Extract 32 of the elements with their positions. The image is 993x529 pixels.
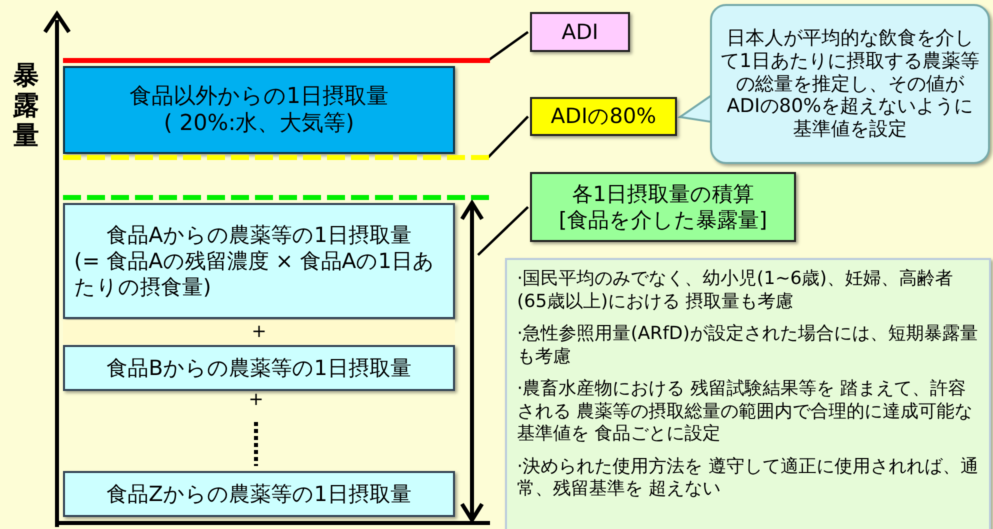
- threshold-box: [530, 97, 677, 136]
- plus-band: [63, 320, 455, 344]
- notes-box: [505, 258, 991, 529]
- box-text: [食品を介した暴露量]: [558, 207, 768, 234]
- note-text: ·急性参照用量(ARfD)が設定された場合には、短期暴露量も考慮: [517, 323, 979, 368]
- level-line: [63, 58, 490, 63]
- leader-line: [477, 206, 529, 256]
- box-text: ADIの80%: [550, 103, 656, 130]
- process-box: [63, 345, 455, 391]
- box-text: 食品Zからの農薬等の1日摂取量: [106, 480, 412, 508]
- box-text: 食品Aからの農薬等の1日摂取量: [106, 222, 412, 248]
- box-text: (= 食品Aの残留濃度 × 食品Aの1日あたりの摂食量): [74, 248, 436, 300]
- leader-line: [487, 30, 529, 62]
- box-text: ( 20%:水、大気等): [164, 110, 354, 138]
- plus-sign: +: [247, 390, 265, 411]
- threshold-box: [530, 12, 630, 52]
- box-text: 食品Bからの農薬等の1日摂取量: [106, 354, 412, 382]
- process-box: [63, 203, 455, 319]
- box-text: 食品以外からの1日摂取量: [130, 82, 388, 110]
- speech-bubble: [710, 4, 990, 164]
- note-text: ·決められた使用方法を 遵守して適正に使用されれば、通常、残留基準を 超えない: [517, 456, 979, 500]
- note-text: ·国民平均のみでなく、幼小児(1~6歳)、妊婦、高齢者(65歳以上)における 摂取量も考慮: [517, 268, 954, 313]
- box-text: ADI: [562, 18, 598, 46]
- note-text: ·農畜水産物における 残留試験結果等を 踏まえて、許容される 農薬等の摂取総量の範囲内で合理的に達成可能な基準値を 食品ごとに設定: [517, 378, 974, 446]
- box-text: 各1日摂取量の積算: [572, 180, 754, 207]
- process-box: [63, 471, 455, 517]
- box-text: +: [251, 320, 267, 344]
- bubble-text: 日本人が平均的な飲食を介して1日あたりに摂取する農薬等の総量を推定し、その値がADIの80%を超えないように基準値を設定: [720, 27, 980, 141]
- process-box: [63, 66, 455, 154]
- axis-label: 暴露量: [12, 62, 40, 152]
- summary-box: [530, 172, 796, 242]
- leader-line: [487, 116, 529, 158]
